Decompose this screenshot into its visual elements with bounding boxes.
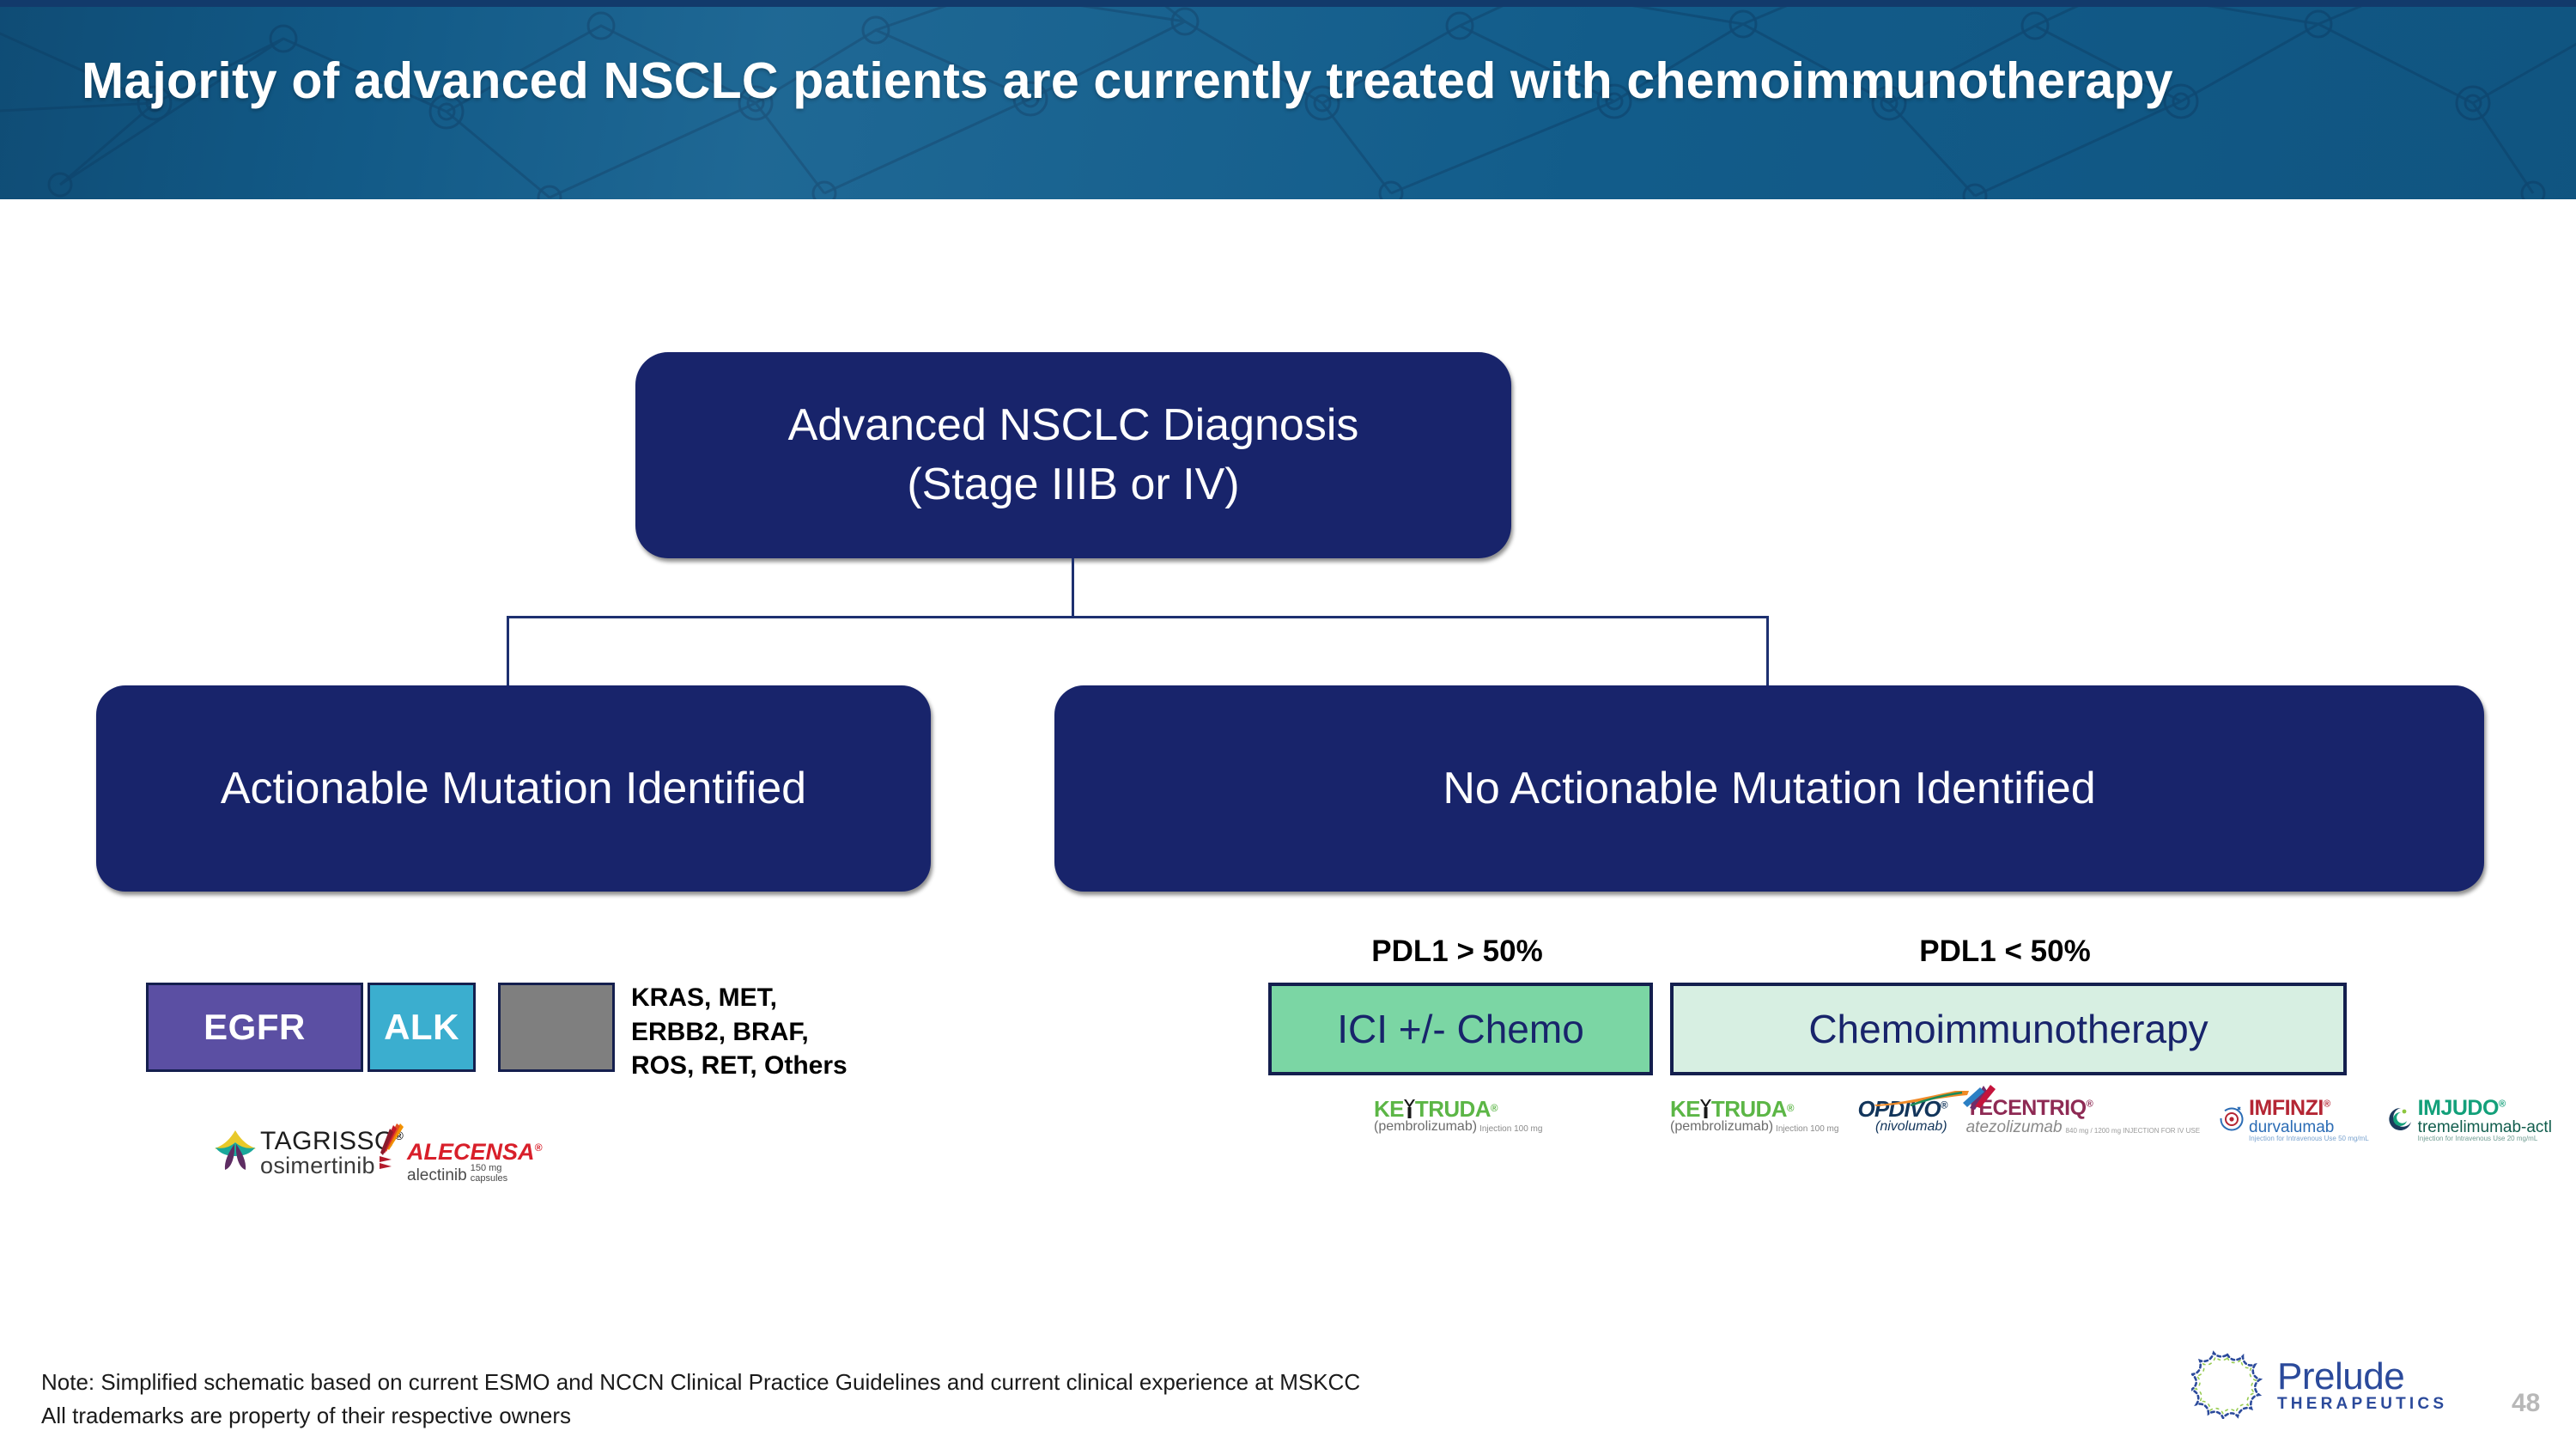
- connector-drop-right: [1766, 616, 1769, 688]
- tecentriq-brand: TECENTRIQ®: [1965, 1096, 2093, 1120]
- tagrisso-mark-icon: [210, 1127, 260, 1179]
- header-sheen-overlay: [0, 0, 2576, 199]
- tecentriq-arrow-icon: [1962, 1085, 1996, 1110]
- connector-horizontal-split: [507, 616, 1769, 618]
- header-top-rule: [0, 0, 2576, 7]
- node-advanced-nsclc-diagnosis: Advanced NSCLC Diagnosis (Stage IIIB or …: [635, 352, 1511, 558]
- keytruda-ici-detail: Injection 100 mg: [1479, 1124, 1543, 1134]
- keytruda-chemo-generic: (pembrolizumab): [1670, 1119, 1774, 1134]
- tagrisso-brand: TAGRISSO®: [260, 1127, 404, 1155]
- drug-logo-tecentriq: TECENTRIQ® atezolizumab 840 mg / 1200 mg…: [1962, 1085, 2201, 1136]
- footnote: Note: Simplified schematic based on curr…: [41, 1366, 1844, 1433]
- drug-logo-tagrisso: TAGRISSO® osimertinib: [210, 1127, 404, 1179]
- no-actionable-label: No Actionable Mutation Identified: [1443, 764, 2096, 813]
- tecentriq-generic: atezolizumab: [1965, 1118, 2063, 1136]
- other-genes-line-3: ROS, RET, Others: [631, 1051, 848, 1081]
- keytruda-y-icon: [1699, 1099, 1711, 1118]
- gene-chip-egfr-label: EGFR: [204, 1007, 306, 1047]
- gene-chip-alk: ALK: [368, 983, 476, 1072]
- drug-logo-keytruda-ici: KE TRUDA® (pembrolizumab) Injection 100 …: [1374, 1098, 1542, 1134]
- page-number: 48: [2512, 1389, 2541, 1417]
- alecensa-brand: ALECENSA®: [407, 1139, 543, 1165]
- footnote-line-1: Note: Simplified schematic based on curr…: [41, 1369, 1361, 1395]
- pdl1-low-label: PDL1 < 50%: [1919, 935, 2091, 968]
- footnote-line-2: All trademarks are property of their res…: [41, 1403, 572, 1428]
- treatment-box-ici-chemo: ICI +/- Chemo: [1268, 983, 1653, 1075]
- node-actionable-mutation-identified: Actionable Mutation Identified: [96, 685, 931, 892]
- alecensa-mark-icon: [378, 1122, 407, 1179]
- imjudo-generic: tremelimumab-actl: [2417, 1118, 2552, 1136]
- diagnosis-line-1: Advanced NSCLC Diagnosis: [787, 399, 1359, 450]
- imjudo-brand: IMJUDO®: [2417, 1096, 2506, 1120]
- node-no-actionable-mutation-identified: No Actionable Mutation Identified: [1054, 685, 2484, 892]
- treatment-ici-label: ICI +/- Chemo: [1337, 1007, 1584, 1051]
- gene-chip-egfr: EGFR: [146, 983, 363, 1072]
- gene-chip-alk-label: ALK: [384, 1007, 459, 1047]
- actionable-label: Actionable Mutation Identified: [220, 764, 807, 813]
- imfinzi-mark-icon: [2219, 1105, 2245, 1135]
- pdl1-high-label: PDL1 > 50%: [1371, 935, 1543, 968]
- drug-logo-opdivo: OPDIVO® (nivolumab): [1857, 1091, 1970, 1134]
- prelude-therapeutics-logo: Prelude THERAPEUTICS: [2188, 1347, 2448, 1423]
- keytruda-ici-brand: KE TRUDA®: [1374, 1096, 1498, 1122]
- keytruda-chemo-brand: KE TRUDA®: [1670, 1096, 1795, 1122]
- prelude-brand-name: Prelude: [2277, 1355, 2405, 1397]
- other-genes-line-1: KRAS, MET,: [631, 983, 778, 1012]
- imfinzi-generic: durvalumab: [2249, 1118, 2335, 1136]
- alecensa-generic: alectinib: [407, 1166, 467, 1185]
- drug-logo-strip-ici: KE TRUDA® (pembrolizumab) Injection 100 …: [1374, 1098, 1542, 1134]
- gene-chip-other: [498, 983, 615, 1072]
- imfinzi-detail: Injection for Intravenous Use 50 mg/mL: [2249, 1135, 2369, 1142]
- keytruda-y-icon: [1403, 1099, 1415, 1118]
- imjudo-detail: Injection for Intravenous Use 20 mg/mL: [2417, 1135, 2538, 1142]
- other-genes-list: KRAS, MET, ERBB2, BRAF, ROS, RET, Others: [631, 981, 914, 1083]
- tecentriq-detail: 840 mg / 1200 mg INJECTION FOR IV USE: [2065, 1127, 2201, 1135]
- treatment-box-chemoimmunotherapy: Chemoimmunotherapy: [1670, 983, 2347, 1075]
- treatment-chemo-label: Chemoimmunotherapy: [1808, 1007, 2208, 1051]
- keytruda-chemo-detail: Injection 100 mg: [1776, 1124, 1839, 1134]
- prelude-brand-tagline: THERAPEUTICS: [2277, 1395, 2448, 1413]
- imjudo-mark-icon: [2388, 1105, 2414, 1135]
- diagnosis-line-2: (Stage IIIB or IV): [907, 460, 1240, 509]
- drug-logo-strip-chemoimmunotherapy: KE TRUDA® (pembrolizumab) Injection 100 …: [1670, 1085, 2552, 1142]
- tagrisso-generic: osimertinib: [260, 1153, 375, 1178]
- imfinzi-brand: IMFINZI®: [2249, 1096, 2330, 1120]
- other-genes-line-2: ERBB2, BRAF,: [631, 1017, 809, 1046]
- drug-logo-imfinzi: IMFINZI® durvalumab Injection for Intrav…: [2219, 1098, 2369, 1142]
- connector-vertical-root: [1072, 558, 1074, 618]
- drug-logo-keytruda-chemo: KE TRUDA® (pembrolizumab) Injection 100 …: [1670, 1098, 1838, 1134]
- slide-header-banner: Majority of advanced NSCLC patients are …: [0, 0, 2576, 199]
- opdivo-swoosh-icon: [1874, 1091, 1970, 1107]
- keytruda-ici-generic: (pembrolizumab): [1374, 1119, 1478, 1134]
- slide-title: Majority of advanced NSCLC patients are …: [82, 52, 2173, 109]
- opdivo-generic: (nivolumab): [1875, 1119, 1947, 1134]
- connector-drop-left: [507, 616, 509, 688]
- drug-logo-imjudo: IMJUDO® tremelimumab-actl Injection for …: [2388, 1098, 2552, 1142]
- opdivo-brand: OPDIVO®: [1857, 1096, 1947, 1122]
- prelude-starburst-icon: [2188, 1347, 2263, 1423]
